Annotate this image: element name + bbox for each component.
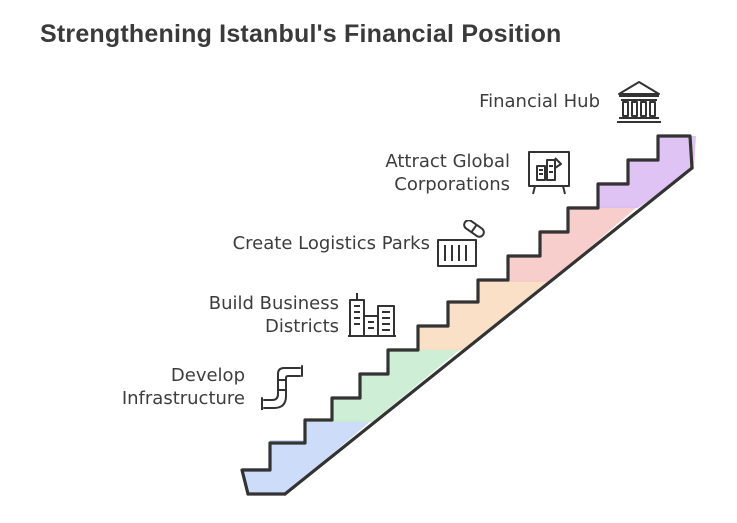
step-label-develop-infrastructure: Develop Infrastructure [122,364,245,410]
step-label-line: Create Logistics Parks [232,233,430,254]
band-fill-3 [418,280,550,350]
step-label-build-business-districts: Build Business Districts [209,292,339,338]
band-fill-4 [508,206,638,282]
stair-outline [240,134,694,496]
step-label-line: Infrastructure [121,388,245,409]
bank-icon [617,81,661,123]
office-buildings-icon [348,293,396,337]
step-label-attract-global-corporations: Attract Global Corporations [385,150,510,196]
pipe-icon [261,365,303,410]
step-label-financial-hub: Financial Hub [479,90,600,113]
stair-diagonal [283,166,694,496]
step-label-line: Build Business [208,293,339,314]
step-label-line: Financial Hub [479,91,600,112]
step-label-create-logistics-parks: Create Logistics Parks [233,232,430,255]
band-fill-1 [242,420,372,494]
shipping-container-icon [437,220,485,267]
step-label-line: Attract Global [385,151,510,172]
band-fill-5 [598,136,696,208]
diagram-title: Strengthening Istanbul's Financial Posit… [40,20,562,48]
step-label-line: Develop [170,365,245,386]
corporate-chart-icon [528,151,570,195]
step-label-line: Districts [264,316,339,337]
band-fill-2 [305,348,462,422]
step-label-line: Corporations [394,174,510,195]
